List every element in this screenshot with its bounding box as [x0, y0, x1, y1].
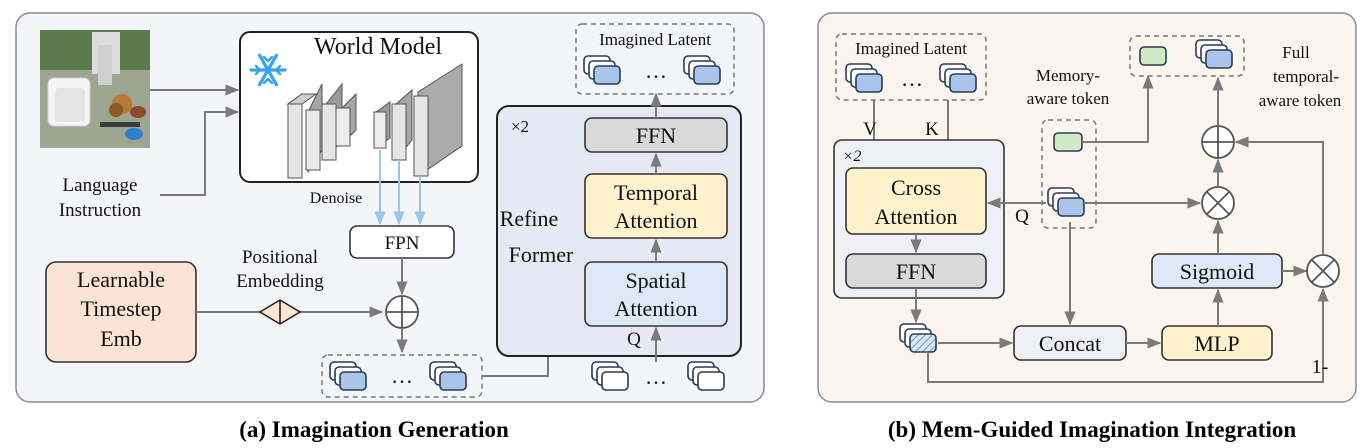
learnable-line1: Learnable	[77, 267, 165, 292]
mlp-label: MLP	[1194, 331, 1239, 356]
memory-token-group	[1041, 119, 1097, 229]
positional-embedding-line2: Embedding	[236, 271, 324, 292]
full-token-line1: Full	[1282, 43, 1310, 62]
plus-icon-b	[1201, 125, 1235, 159]
imagined-latent-group-b	[835, 33, 987, 101]
one-minus-label: 1-	[1312, 356, 1329, 378]
language-instruction-line2: Instruction	[59, 200, 142, 221]
temporal-line1: Temporal	[614, 180, 698, 205]
ffn-label-a: FFN	[636, 123, 676, 148]
imagined-latent-group-a	[575, 23, 735, 95]
memory-token-line1: Memory-	[1036, 66, 1101, 85]
times-icon-2	[1306, 254, 1340, 288]
token-ellipsis-a1: …	[391, 363, 413, 388]
panel-b: Imagined Latent … V K ×2 Cross Attention…	[817, 12, 1357, 403]
sigmoid-label: Sigmoid	[1180, 259, 1255, 284]
snowflake-icon	[249, 53, 287, 87]
memory-to-output-arrow	[1082, 74, 1154, 143]
output-memory-token	[1139, 46, 1167, 66]
times-icon	[1201, 186, 1235, 220]
panel-a: World Model	[15, 12, 765, 403]
panel-b-background	[817, 12, 1357, 403]
v-label: V	[863, 119, 877, 140]
cross-line2: Attention	[874, 204, 957, 229]
positional-embedding-line1: Positional	[242, 247, 318, 268]
imagined-latent-label-b: Imagined Latent	[855, 39, 967, 58]
temporal-line2: Attention	[614, 208, 697, 233]
unet-slabs	[286, 63, 463, 179]
plus-icon	[385, 295, 419, 329]
hatch-to-times2-arrow	[927, 287, 1329, 383]
k-label: K	[925, 119, 939, 140]
language-instruction-line1: Language	[63, 175, 138, 196]
q-label-a: Q	[627, 329, 641, 350]
q-label-b: Q	[1015, 206, 1029, 227]
language-to-world-model-arrow	[160, 106, 240, 196]
ffn-label-b: FFN	[896, 259, 936, 284]
concat-label: Concat	[1039, 331, 1101, 356]
spatial-line1: Spatial	[625, 268, 686, 293]
fpn-label: FPN	[385, 233, 420, 254]
refine-former-line1: Refine	[500, 206, 559, 231]
memory-token	[1053, 132, 1083, 152]
memory-token-line2: aware token	[1027, 89, 1110, 108]
cross-x2-label: ×2	[843, 148, 862, 165]
learnable-line2: Timestep	[80, 296, 161, 321]
denoise-label: Denoise	[310, 190, 362, 207]
imagined-latent-label-a: Imagined Latent	[599, 30, 711, 49]
token-ellipsis-b1: …	[901, 66, 923, 91]
refine-x2-label: ×2	[511, 117, 529, 136]
caption-b: (b) Mem-Guided Imagination Integration	[888, 417, 1296, 442]
times2-to-plus-arrow	[1234, 136, 1324, 255]
token-ellipsis-a2: …	[645, 58, 667, 83]
caption-a: (a) Imagination Generation	[239, 417, 509, 442]
learnable-line3: Emb	[100, 326, 142, 351]
token-ellipsis-a3: …	[645, 364, 667, 389]
world-model-label: World Model	[314, 34, 442, 60]
full-token-line3: aware token	[1259, 91, 1342, 110]
spatial-line2: Attention	[614, 296, 697, 321]
positional-diamond-icon	[258, 299, 302, 325]
output-token-group	[1129, 35, 1245, 77]
cross-line1: Cross	[891, 175, 941, 200]
refine-former-line2: Former	[509, 242, 574, 267]
robot-scene-image	[40, 30, 150, 148]
full-token-line2: temporal-	[1273, 67, 1339, 86]
